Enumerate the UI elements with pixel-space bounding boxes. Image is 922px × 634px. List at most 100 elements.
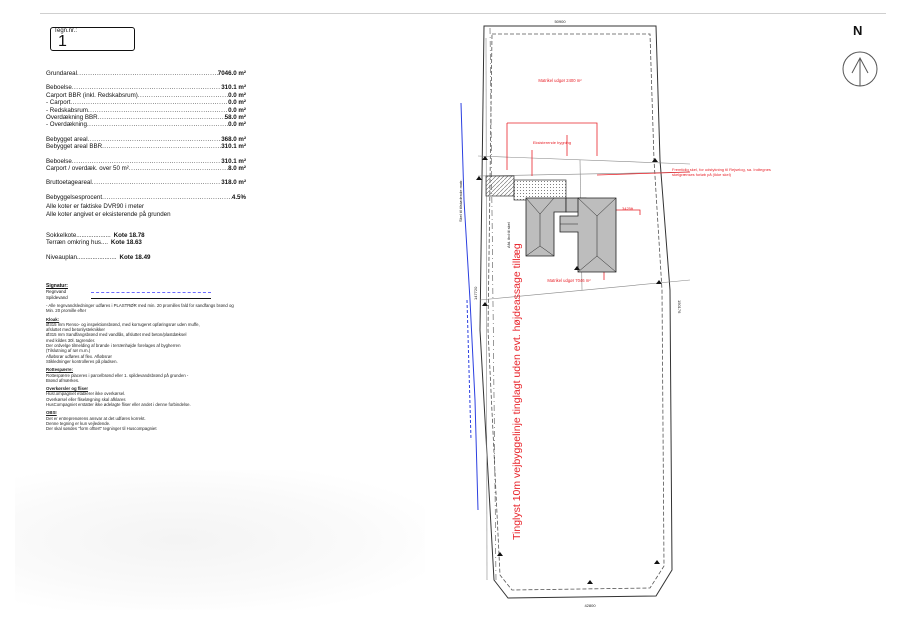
notes-kloak-title: Kloak: [46,316,60,322]
label-road-note-wrap: Fremtidig skel, for udstykning til Rejse… [672,168,771,177]
note-line: Rottespærre placeres i parcelbrønd eller… [46,372,189,378]
label-matrikel-building: Matrikel udgør 7046 m² [547,278,591,283]
notes-intro: - Alle regnvandsledninger udføres i PLAS… [46,303,234,314]
area-row: - Redskabsrum...........................… [46,106,246,114]
area-value: 58.0 m² [224,114,246,122]
note-line: Der ordvelge tilmelding af brønde i terr… [46,343,181,349]
dim-left: 147720 [473,286,478,300]
dim-top: 50900 [554,19,566,24]
top-rule [40,13,886,14]
area-label: Bruttoetageareal [46,179,92,187]
area-row: - Carport...............................… [46,99,246,107]
rainwater-lines [460,102,479,511]
area-value: 8.0 m² [228,165,246,173]
area-row: Beboelse................................… [46,157,246,165]
note-line: afsluttet med betonlysteknikker [46,327,105,333]
kote-terraen-label: Terræn omkring hus [46,239,102,246]
kote-sokkel-label: Sokkelkote [46,232,77,239]
drawing-number-label: Tegn.nr.: [54,28,78,34]
area-label: Beboelse [46,84,72,92]
area-label: Bebyggelsesprocent [46,193,103,201]
kote-terraen-value: Kote 18.63 [110,239,142,246]
annotation-lines [506,122,691,280]
kote-sokkel-value: Kote 18.78 [113,232,145,239]
area-label: Carport BBR (inkl. Redskabsrum) [46,91,138,99]
legend-title: Signatur: [46,283,68,289]
area-row: Overdækning BBR.........................… [46,114,246,122]
area-row: Bebyggelsesprocent......................… [46,193,246,201]
area-row: - Overdækning...........................… [46,121,246,129]
note-line: (Tilslutning af rør m.m.) [46,348,91,354]
label-existing-building: Eksisterende bygning [533,140,571,145]
kote-note-2: Alle koter angivet er eksisterende på gr… [46,211,171,218]
note-line: Afløbsrør udføres af flex. Afløbsrør [46,353,112,359]
tinglyst-label: Tinglyst 10m vejbyggelinje tinglagt uden… [511,243,523,540]
dim-bottom: 42800 [584,603,596,608]
notes: - Alle regnvandsledninger udføres i PLAS… [46,303,236,432]
label-vertical-left: Skel til tilstødende matr. [458,180,463,222]
survey-points [476,156,662,584]
note-line: Der skal søndes "form ofttert" tegninger… [46,426,157,432]
note-line: Det er entreprenørens ansvar at det udfø… [46,415,146,421]
area-label: Beboelse [46,157,72,165]
note-line: Husl.ompagniet etablerer ikke overkørsel… [46,391,126,397]
label-road-note: Fremtidig skel, for udstykning til Rejse… [672,168,771,177]
area-value: 7046.0 m² [217,70,246,77]
notes-obs-title: OBS! [46,410,57,416]
area-row: Grundareal..............................… [46,70,246,77]
legend-line-regnvand [91,292,211,293]
note-line: HusCompagniet erstatter ikke ødelagte fl… [46,402,191,408]
notes-rotte-title: Rottespærre: [46,367,73,373]
area-label: Grundareal [46,70,77,77]
note-line: Ø315 mm Sandfangsbrønd med vandlås, afsl… [46,332,187,338]
area-row: Bebygget areal..........................… [46,135,246,143]
area-value: 4.5% [231,193,246,201]
area-row: Bruttoetageareal........................… [46,179,246,187]
legend-line-spildevand [91,298,211,299]
area-value: 0.0 m² [228,91,246,99]
area-label: Bebygget areal [46,135,88,143]
drawing-number: 1 [58,33,67,50]
notes-ovr: Husl.ompagniet etablerer ikke overkørsel… [46,391,236,407]
house-roof-lines [525,197,617,273]
note-line: Stikledninger kontrolleres på pladsen. [46,358,118,364]
note-line: Brønd afmærkes. [46,377,80,383]
compass-icon [842,51,878,87]
kote-niveau: Niveauplan.......................Kote 18… [46,254,151,261]
kote-terraen: Terræn omkring hus....Kote 18.63 [46,239,142,246]
note-line: Ø315 mm Renso- og inspektionsbrønd, med … [46,321,200,327]
kote-note-1: Alle koter er faktiske DVR90 i meter [46,203,145,210]
area-label: - Carport [46,99,71,107]
area-label: - Overdækning [46,121,87,129]
area-label: Bebygget areal BBR [46,143,103,151]
area-row: Beboelse................................… [46,84,246,92]
house-footprint [525,197,617,273]
kote-niveau-label: Niveauplan [46,254,77,261]
area-value: 310.1 m² [221,157,246,165]
area-value: 368.0 m² [221,135,246,143]
area-label: Carport / overdæk. over 50 m² [46,165,129,173]
area-label: Overdækning BBR [46,114,98,122]
faded-area [15,470,425,610]
label-vertical-building: Afd. ibd til skel [506,222,511,248]
plot-boundary [479,25,673,599]
area-value: 318.0 m² [221,179,246,187]
dim-right: 150176 [677,300,682,314]
notes-kloak: Ø315 mm Renso- og inspektionsbrønd, med … [46,322,236,364]
area-value: 0.0 m² [228,106,246,114]
notes-obs: Det er entreprenørens ansvar at det udfø… [46,416,236,432]
area-row: Carport BBR (inkl. Redskabsrum).........… [46,91,246,99]
area-row: Carport / overdæk. over 50 m²...........… [46,165,246,173]
area-value: 0.0 m² [228,99,246,107]
area-row: Bebygget areal BBR......................… [46,143,246,151]
compass-label: N [853,23,863,38]
legend-item-spildevand: Spildevand [46,295,236,301]
drawing-number-box: Tegn.nr.: 1 [50,27,135,51]
legend: Signatur: Regnvand Spildevand [46,283,236,301]
notes-ovr-title: Overkørsler og fliser [46,386,89,392]
area-value: 0.0 m² [228,121,246,129]
note-line: med kildes 30l. tagrender. [46,337,96,343]
note-line: Overkørsel eller fliselægning skal afkla… [46,396,126,402]
kote-sokkel: Sokkelkote....................Kote 18.78 [46,232,145,239]
